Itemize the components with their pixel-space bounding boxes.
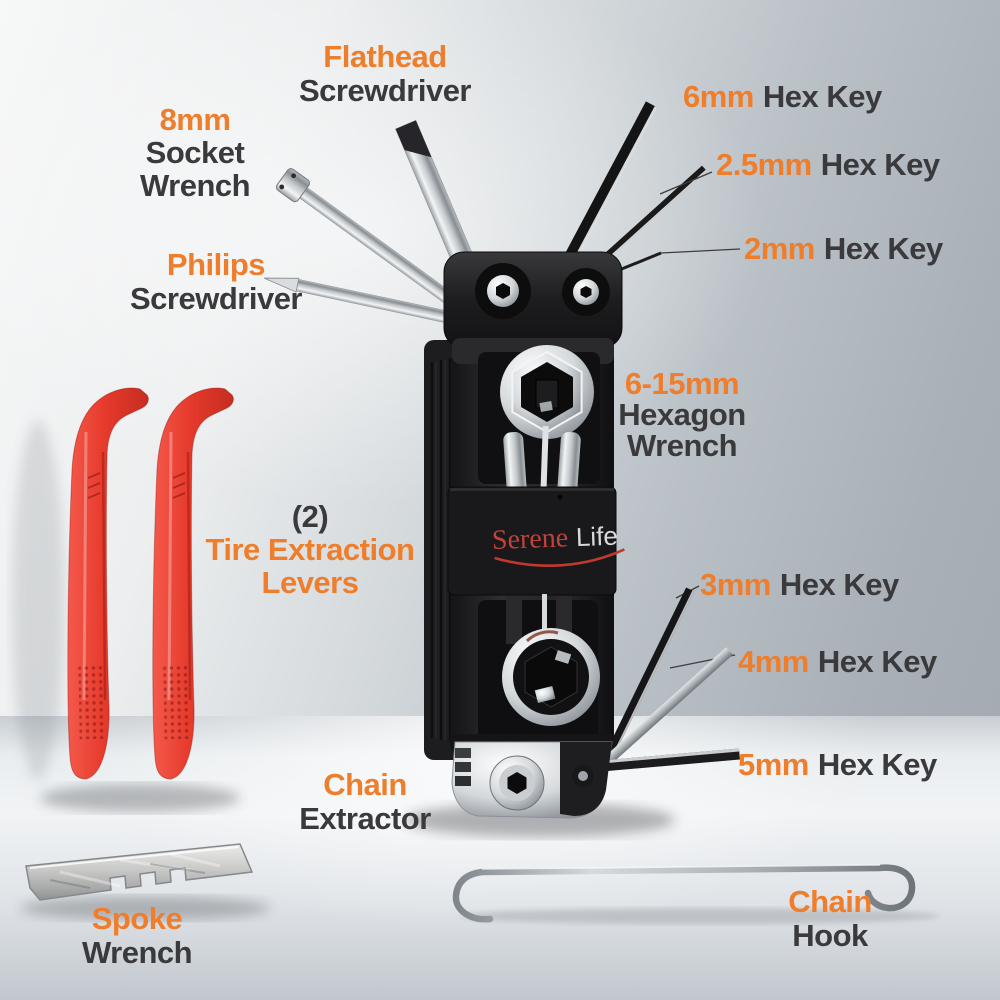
label-line: Philips (166, 247, 266, 282)
label-rest: Hex Key (823, 231, 943, 266)
label-line: Screwdriver (130, 281, 303, 316)
label-line: Extractor (299, 801, 431, 836)
label-rest: Hex Key (779, 567, 899, 602)
hex-key-6mm-rod (556, 101, 657, 276)
label-size: 2.5mm (716, 147, 812, 182)
tire-lever (67, 387, 149, 780)
label-line: Tire Extraction (205, 532, 415, 567)
label-line: Wrench (626, 428, 738, 463)
label-size: 3mm (700, 567, 771, 602)
label-6-15mm-hexagon-wrench: 6-15mm Hexagon Wrench (602, 368, 762, 461)
hex-key-3mm-rod (600, 587, 695, 767)
label-line: Flathead (323, 39, 447, 74)
chain-extractor-block (450, 734, 614, 819)
label-chain-extractor: Chain Extractor (272, 768, 458, 836)
label-philips-screwdriver: Philips Screwdriver (106, 248, 326, 316)
serenelife-logo: Serene Life (491, 521, 625, 567)
label-line: Screwdriver (299, 73, 472, 108)
label-rest: Hex Key (817, 747, 937, 782)
label-line: Levers (261, 565, 359, 600)
shadows (12, 420, 940, 924)
spoke-wrench-tool (25, 843, 254, 901)
multi-tool: Serene Life (264, 101, 741, 819)
tire-levers (67, 386, 235, 781)
label-chain-hook: Chain Hook (745, 885, 915, 953)
label-spoke-wrench: Spoke Wrench (47, 902, 227, 970)
label-line: (2) (291, 499, 329, 534)
label-flathead-screwdriver: Flathead Screwdriver (245, 40, 525, 108)
label-line: Hexagon (618, 397, 746, 432)
label-rest: Hex Key (817, 644, 937, 679)
label-line: Socket (145, 135, 245, 170)
philips-screwdriver-rod (264, 277, 456, 325)
logo-serene-text: Serene (491, 522, 568, 556)
logo-life-text: Life (575, 521, 618, 552)
hexagon-wrench-lower (478, 594, 600, 742)
label-line: 8mm (159, 102, 231, 137)
label-line: Hook (792, 918, 868, 953)
hex-key-4mm-rod (598, 647, 733, 770)
chain-hook-tool (452, 864, 916, 923)
label-tire-extraction-levers: (2) Tire Extraction Levers (185, 500, 435, 599)
label-size: 4mm (738, 644, 809, 679)
label-line: Spoke (91, 901, 183, 936)
socket-wrench-rod (275, 168, 468, 315)
label-line: Wrench (81, 935, 193, 970)
label-line: Chain (788, 884, 872, 919)
label-rest: Hex Key (820, 147, 940, 182)
hexagon-wrench-upper (478, 345, 600, 528)
hex-key-5mm-rod (599, 748, 740, 772)
label-rest: Hex Key (762, 79, 882, 114)
label-line: Chain (323, 767, 407, 802)
logo-band: Serene Life (447, 486, 625, 596)
label-size: 2mm (744, 231, 815, 266)
label-line: 6-15mm (624, 366, 740, 401)
label-line: Wrench (139, 168, 251, 203)
label-size: 6mm (683, 79, 754, 114)
label-size: 5mm (738, 747, 809, 782)
label-8mm-socket-wrench: 8mm Socket Wrench (105, 103, 285, 202)
